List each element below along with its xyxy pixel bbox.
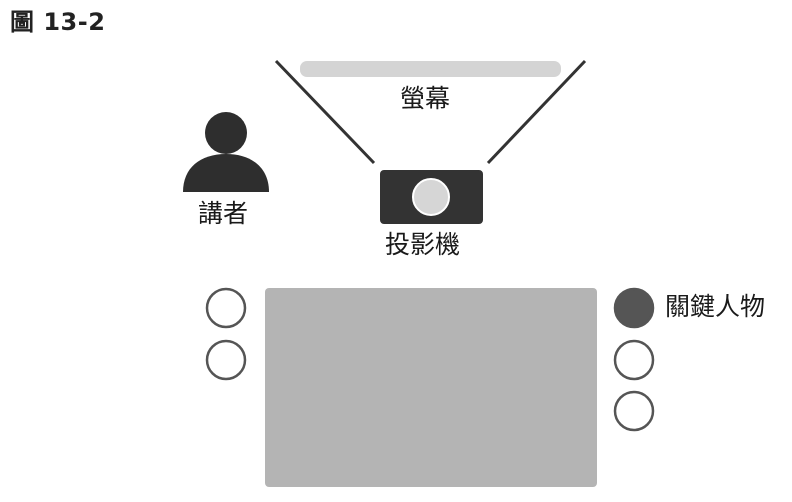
projection-line-right: [486, 59, 587, 165]
key-person-label: 關鍵人物: [665, 292, 766, 321]
screen: [300, 61, 561, 77]
speaker-label: 講者: [198, 199, 249, 228]
projector-icon: [380, 170, 483, 224]
seat-right-2: [613, 339, 655, 381]
seat-right-3: [613, 390, 655, 432]
figure-title: 圖 13-2: [10, 8, 106, 36]
projection-line-left: [274, 59, 376, 165]
seat-left-1: [205, 287, 247, 329]
speaker-icon: [183, 112, 269, 192]
seat-key-person: [613, 287, 655, 329]
screen-label: 螢幕: [400, 84, 451, 113]
seat-left-2: [205, 339, 247, 381]
projector-label: 投影機: [385, 230, 461, 259]
meeting-table: [265, 288, 597, 487]
